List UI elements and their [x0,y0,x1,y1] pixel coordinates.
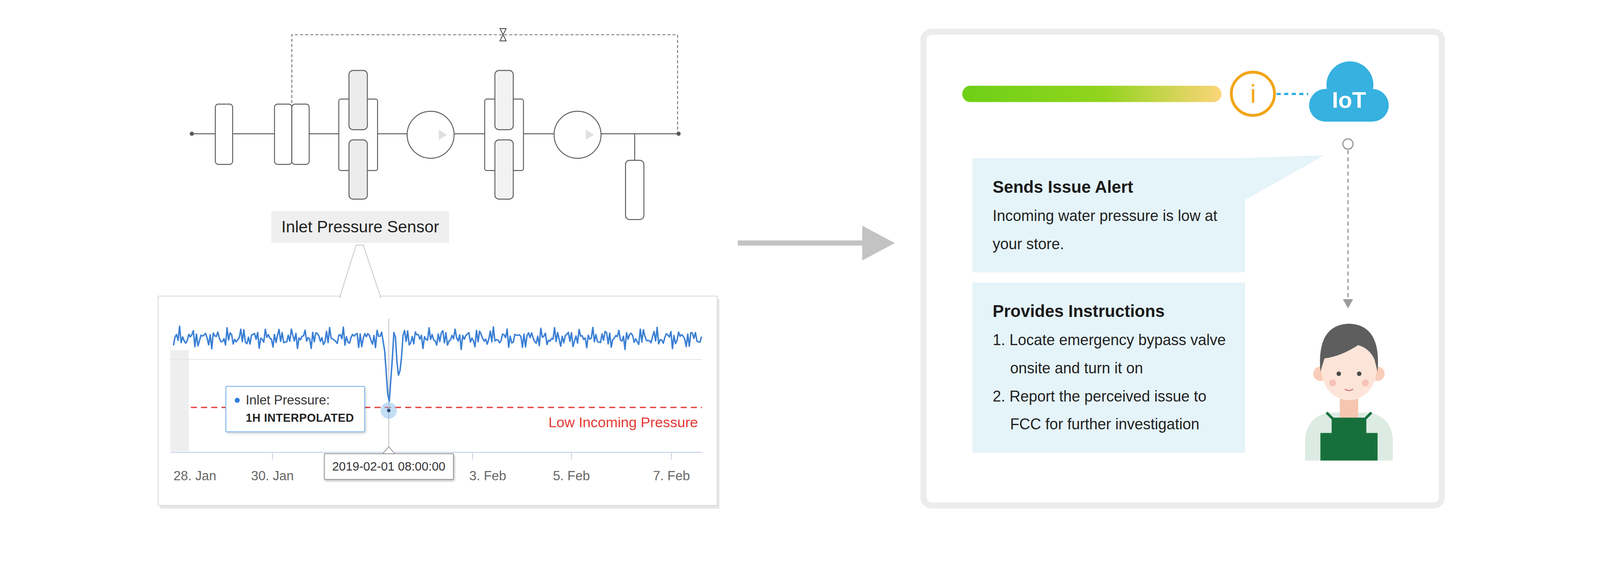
worker-cheek [1361,378,1370,387]
pump-symbol [553,111,602,159]
filter-housing [274,103,292,165]
series-value: 1H INTERPOLATED [245,409,355,427]
flow-arrow [737,225,896,260]
notify-line [1347,150,1349,300]
device-port [1343,138,1354,149]
sensor-label: Inlet Pressure Sensor [271,211,450,243]
icon-ring [1231,72,1275,116]
alert-card: Sends Issue AlertIncoming water pressure… [972,158,1246,273]
axis-tick-label: 5. Feb [553,467,591,484]
axis-tick-label: 30. Jan [251,467,295,484]
instruction-card: Provides Instructions1. Locate emergency… [972,282,1246,453]
pump-arrow [438,129,447,140]
axis-tick [570,452,572,460]
store-worker [1305,323,1394,461]
cloud-shape [1309,61,1389,122]
worker-shirt [1305,412,1394,461]
arrow-shaft [737,240,866,246]
axis-tick [471,452,473,460]
text-holder: IoT [1332,88,1367,112]
threshold-label: Low Incoming Pressure [548,413,698,431]
x-axis [170,451,702,453]
axis-tick-label: 7. Feb [652,467,690,484]
bypass-valve [500,28,507,41]
point-marker [386,408,391,413]
grid-line [170,358,702,360]
tee-pipe [634,133,636,161]
card-title: Sends Issue Alert [992,174,1231,199]
instruction-step: 1. Locate emergency bypass valve onsite … [992,325,1231,382]
dashed-connector [1276,92,1309,96]
card-body: Incoming water pressure is low at your s… [992,201,1231,258]
pump-symbol [407,111,455,159]
axis-tick-label: 28. Jan [173,467,217,484]
pump-arrow [585,129,594,140]
panel-frame-top [340,296,380,299]
text-holder: i [1250,80,1256,107]
status-bar [962,85,1222,103]
tank-symbol [625,160,644,220]
panel-frame [923,31,1442,506]
worker-mouth [1344,388,1353,391]
series-bullet [234,397,240,403]
arrow-head [862,225,896,260]
vessel [495,70,514,130]
tooltip-pointer [382,446,395,454]
series-name: Inlet Pressure: [245,390,355,410]
worker-cheek [1329,378,1337,387]
pipe-end [676,132,681,136]
info-icon: i [1229,70,1277,118]
worker-hair [1319,323,1378,372]
info-glyph: i [1250,80,1256,107]
chart-panel [158,244,720,509]
sensor-name: Inlet Pressure Sensor [281,217,440,237]
cursor-line [388,318,390,453]
axis-tick-label: 3. Feb [469,467,507,484]
card-title: Provides Instructions [992,299,1231,323]
tooltip-box: Inlet Pressure:1H INTERPOLATED [225,385,366,432]
filter-housing [291,103,310,165]
alert-panel [923,31,1442,506]
axis-tick [272,452,273,460]
instruction-step: 2. Report the perceived issue to FCC for… [992,382,1231,439]
panel-frame [158,296,718,506]
notify-arrow-head [1343,299,1354,309]
apron-bib [1331,417,1367,435]
vessel [349,70,368,130]
date-tooltip: 2019-02-01 08:00:00 [323,452,454,480]
apron-skirt [1320,432,1378,461]
plot-band [170,349,189,451]
filter-housing [215,103,233,165]
point-halo [380,402,398,419]
vessel [349,139,368,199]
callout-tail [339,244,381,297]
pipe-end [190,132,194,136]
axis-tick [670,452,672,460]
vessel [495,139,514,199]
piping-schematic [190,28,681,220]
worker-eye [1356,371,1362,377]
timestamp: 2019-02-01 08:00:00 [332,458,446,474]
worker-eye [1336,371,1342,377]
iot-cloud: IoT [1308,59,1390,128]
iot-label: IoT [1332,88,1367,112]
